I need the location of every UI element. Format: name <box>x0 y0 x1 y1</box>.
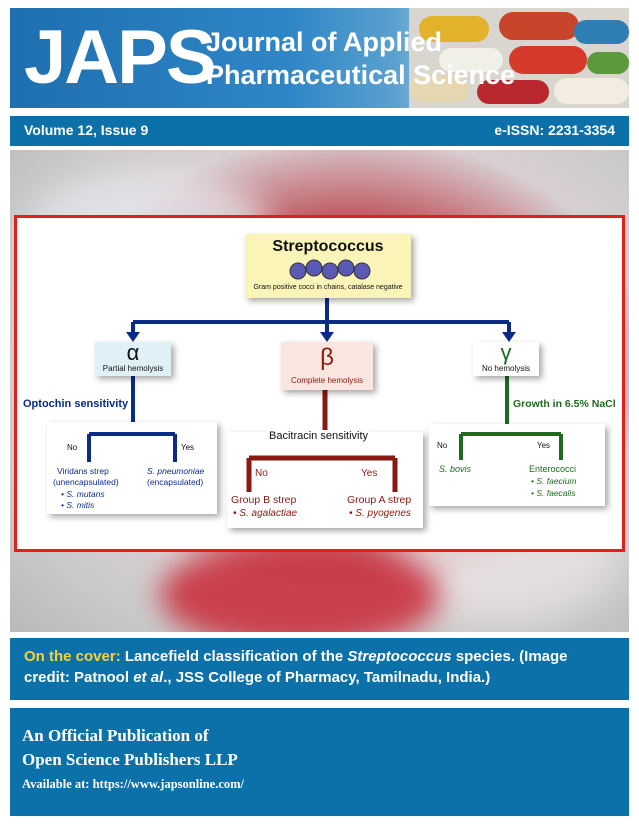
gamma-no: No <box>437 441 448 450</box>
alpha-test-label: Optochin sensitivity <box>23 398 129 410</box>
journal-title: Journal of Applied Pharmaceutical Scienc… <box>206 26 515 92</box>
group-b-name: Group B strep <box>231 494 297 506</box>
issn: e-ISSN: 2231-3354 <box>494 122 615 138</box>
alpha-box: α Partial hemolysis <box>95 340 171 376</box>
caption-lead: On the cover: <box>24 648 121 665</box>
enterococci-item-1: • S. faecium <box>531 476 577 486</box>
masthead: JAPS Journal of Applied Pharmaceutical S… <box>10 8 629 108</box>
viridans-item-1: • S. mutans <box>61 489 105 499</box>
viridans-item-2: • S. mitis <box>61 500 95 510</box>
beta-result-box: Bacitracin sensitivity No Yes Group B st… <box>227 430 423 528</box>
publisher-name: Open Science Publishers LLP <box>22 750 238 769</box>
beta-no: No <box>255 468 268 479</box>
beta-yes: Yes <box>361 468 378 479</box>
volume-bar: Volume 12, Issue 9 e-ISSN: 2231-3354 <box>10 116 629 146</box>
caption-italic-2: et al <box>133 669 164 686</box>
beta-box: β Complete hemolysis <box>281 342 373 390</box>
publication-line: An Official Publication of <box>22 726 209 745</box>
group-a-name: Group A strep <box>347 494 412 506</box>
pills-photo <box>409 8 629 108</box>
beta-label: Complete hemolysis <box>290 376 364 385</box>
gamma-result-box: No Yes S. bovis Enterococci • S. faecium… <box>429 424 605 506</box>
lancefield-diagram: Streptococcus Gram positive cocci in cha… <box>14 215 625 552</box>
alpha-result-box: No Yes Viridans strep (unencapsulated) •… <box>47 422 217 514</box>
volume-issue: Volume 12, Issue 9 <box>24 122 149 138</box>
journal-title-line-1: Journal of Applied <box>206 27 442 57</box>
enterococci-name: Enterococci <box>529 464 577 474</box>
group-a-item: • S. pyogenes <box>349 508 411 519</box>
pneumoniae-note: (encapsulated) <box>147 477 204 487</box>
alpha-symbol: α <box>126 340 140 365</box>
beta-symbol: β <box>320 344 334 371</box>
group-b-item: • S. agalactiae <box>233 508 298 519</box>
bovis-name: S. bovis <box>439 464 472 474</box>
japs-logo: JAPS <box>24 15 217 100</box>
diagram-connectors <box>126 298 516 432</box>
viridans-name: Viridans strep <box>57 466 109 476</box>
cover-caption: On the cover: Lancefield classification … <box>10 638 629 700</box>
gamma-test-label: Growth in 6.5% NaCl <box>513 398 616 410</box>
caption-text-2: species. (Image credit: Patnool <box>24 648 568 686</box>
gamma-symbol: γ <box>500 340 512 365</box>
caption-italic-1: Streptococcus <box>347 648 452 665</box>
publisher-footer: An Official Publication of Open Science … <box>10 708 629 816</box>
beta-test-label: Bacitracin sensitivity <box>267 430 371 442</box>
gamma-yes: Yes <box>537 441 551 450</box>
journal-title-line-2: Pharmaceutical Science <box>206 60 516 90</box>
root-box: Streptococcus Gram positive cocci in cha… <box>245 234 411 298</box>
viridans-note: (unencapsulated) <box>53 477 119 487</box>
gamma-label: No hemolysis <box>481 364 530 373</box>
website-line: Available at: https://www.japsonline.com… <box>22 777 244 791</box>
enterococci-item-2: • S. faecalis <box>531 488 576 498</box>
cocci-chain-icon <box>289 259 371 280</box>
caption-text-1: Lancefield classification of the <box>120 648 348 665</box>
root-subtitle: Gram positive cocci in chains, catalase … <box>253 284 403 291</box>
alpha-no: No <box>67 443 78 452</box>
gamma-box: γ No hemolysis <box>473 340 539 376</box>
root-title: Streptococcus <box>272 238 384 255</box>
alpha-label: Partial hemolysis <box>102 364 164 373</box>
pneumoniae-name: S. pneumoniae <box>147 466 205 476</box>
alpha-yes: Yes <box>181 443 195 452</box>
caption-text-3: ., JSS College of Pharmacy, Tamilnadu, I… <box>163 669 491 686</box>
